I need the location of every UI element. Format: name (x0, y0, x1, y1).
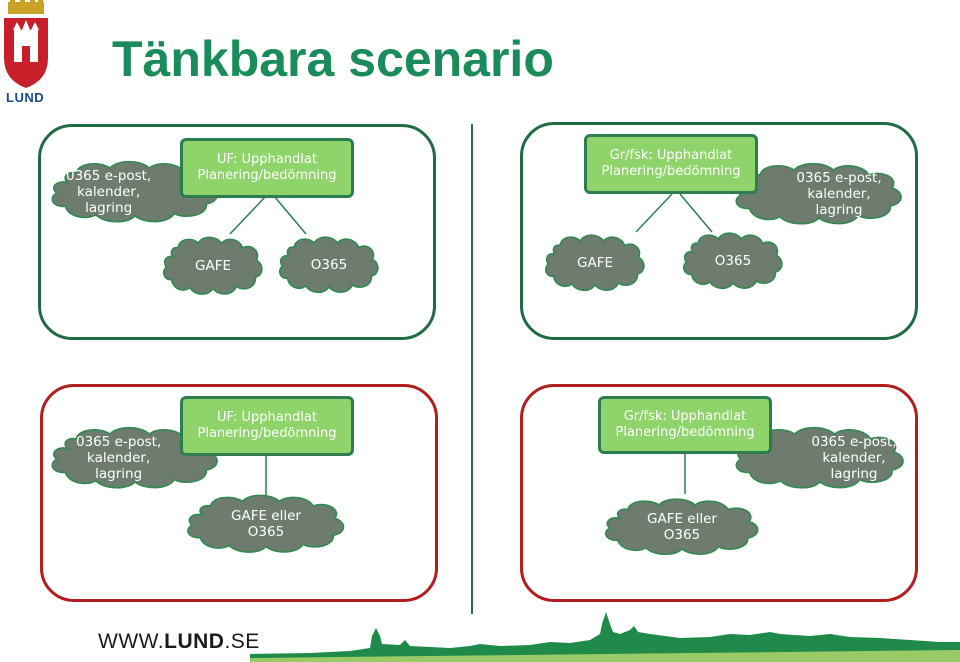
url-bold: LUND (164, 630, 225, 653)
procurement-box: Gr/fsk: Upphandlat Planering/bedömning (598, 396, 772, 454)
cloud-label: GAFE eller O365 (647, 511, 717, 543)
cloud-label: GAFE (195, 258, 231, 274)
cloud-label: GAFE eller O365 (231, 508, 301, 540)
gafe-or-o365-cloud: GAFE eller O365 (600, 494, 764, 560)
side-cloud: 0365 e-post, kalender, lagring (46, 156, 224, 228)
footer-website-link[interactable]: WWW.LUND.SE (98, 630, 260, 654)
procurement-box: Gr/fsk: Upphandlat Planering/bedömning (584, 134, 758, 194)
cloud-label: 0365 e-post, kalender, lagring (76, 434, 162, 482)
page-title: Tänkbara scenario (112, 31, 554, 87)
url-suffix: .SE (224, 630, 260, 653)
procurement-box: UF: Upphandlat Planering/bedömning (180, 396, 354, 456)
cloud-label: 0365 e-post, kalender, lagring (66, 168, 152, 216)
cloud-label: O365 (714, 253, 752, 269)
cloud-label: 0365 e-post, kalender, lagring (796, 170, 882, 218)
side-cloud: 0365 e-post, kalender, lagring (46, 422, 224, 494)
url-prefix: WWW. (98, 630, 165, 653)
o365-cloud: O365 (276, 232, 382, 298)
cloud-label: O365 (310, 257, 348, 273)
lund-coat-of-arms-logo (0, 0, 52, 108)
gafe-cloud: GAFE (542, 230, 648, 296)
city-skyline-graphic (250, 612, 960, 662)
cloud-label: 0365 e-post, kalender, lagring (811, 434, 897, 482)
side-cloud: 0365 e-post, kalender, lagring (730, 158, 908, 230)
o365-cloud: O365 (680, 228, 786, 294)
gafe-or-o365-cloud: GAFE eller O365 (182, 490, 350, 558)
center-divider (471, 124, 473, 614)
logo-text: LUND (6, 90, 45, 105)
procurement-box: UF: Upphandlat Planering/bedömning (180, 138, 354, 198)
gafe-cloud: GAFE (160, 232, 266, 300)
cloud-label: GAFE (577, 255, 613, 271)
side-cloud: 0365 e-post, kalender, lagring (730, 422, 910, 494)
